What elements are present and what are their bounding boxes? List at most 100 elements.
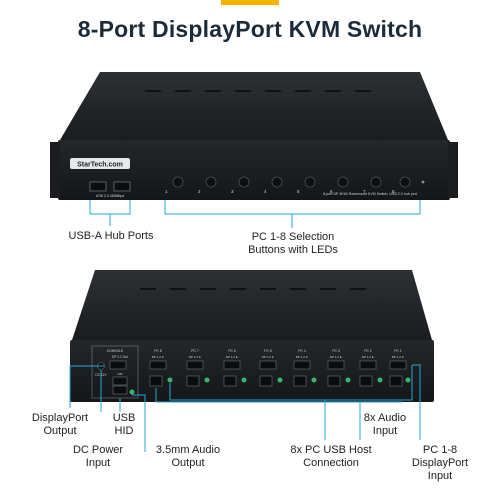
callout-usb-host: 8x PC USB Host Connection xyxy=(283,444,379,470)
callout-usb-hid-line2: HID xyxy=(114,425,134,437)
dp-in-port xyxy=(389,360,407,370)
console-dp-port xyxy=(109,360,127,370)
callout-audio-input-line1: 8x Audio xyxy=(363,412,407,424)
pc-dp-label: DP 1.2 In xyxy=(262,355,275,359)
pc-group-label: PC 7 xyxy=(191,349,199,353)
hid-usb-port-1 xyxy=(112,376,128,386)
port-number-7: 7 xyxy=(363,189,366,194)
pc-group-label: PC 6 xyxy=(228,349,236,353)
usb-b-port xyxy=(389,375,403,387)
audio-out-jack xyxy=(129,389,135,395)
port-number-6: 6 xyxy=(330,189,333,194)
port-number-1: 1 xyxy=(165,189,168,194)
usb-b-port xyxy=(327,375,341,387)
callout-usb-host-line2: Connection xyxy=(303,457,359,469)
front-unit: StarTech.com USB 2.0 480Mbps 8-port DP 4… xyxy=(50,72,458,228)
audio-in-jack xyxy=(345,377,351,383)
callout-audio-output: 3.5mm Audio Output xyxy=(148,444,228,470)
power-led xyxy=(421,180,425,184)
port-number-3: 3 xyxy=(231,189,234,194)
callout-dp-output-line1: DisplayPort xyxy=(31,412,89,424)
pc-group-4: PC 4 DP 1.2 In xyxy=(293,349,317,387)
hid-label: HID xyxy=(117,372,123,376)
pc-button-8[interactable] xyxy=(399,176,411,188)
port-number-5: 5 xyxy=(297,189,300,194)
console-label: CONSOLE xyxy=(107,349,124,353)
dp-in-port xyxy=(186,360,204,370)
dp-in-port xyxy=(223,360,241,370)
audio-in-jack xyxy=(167,377,173,383)
rear-unit: CONSOLE DP 1.2 Out DC 12V HID PC 8 DP 1.… xyxy=(69,270,434,452)
dp-in-port xyxy=(149,360,167,370)
port-number-8: 8 xyxy=(392,189,395,194)
brand-logo: StarTech.com xyxy=(77,162,123,169)
pc-group-8: PC 8 DP 1.2 In xyxy=(149,349,173,387)
selection-buttons: 1 2 3 4 5 6 7 8 xyxy=(165,176,425,194)
pc-dp-label: DP 1.2 In xyxy=(330,355,343,359)
callout-audio-input: 8x Audio Input xyxy=(355,412,415,438)
audio-in-jack xyxy=(277,377,283,383)
usb-b-port xyxy=(259,375,273,387)
usb-b-port xyxy=(186,375,200,387)
pc-group-1: PC 1 DP 1.2 In xyxy=(389,349,411,387)
rear-panel xyxy=(70,340,434,402)
callout-dp-input: PC 1-8 DisplayPort Input xyxy=(400,444,480,483)
audio-in-jack xyxy=(377,377,383,383)
callout-dp-input-line2: DisplayPort xyxy=(411,457,469,469)
pc-group-7: PC 7 DP 1.2 In xyxy=(186,349,210,387)
pc-button-6[interactable] xyxy=(337,176,349,188)
audio-in-jack xyxy=(405,377,411,383)
pc-group-5: PC 5 DP 1.2 In xyxy=(259,349,283,387)
pc-group-label: PC 8 xyxy=(154,349,162,353)
callout-usb-a-hub-ports: USB-A Hub Ports xyxy=(52,230,170,243)
audio-in-jack xyxy=(311,377,317,383)
lid-vents xyxy=(145,90,371,92)
audio-in-jack xyxy=(204,377,210,383)
callout-audio-output-line1: 3.5mm Audio xyxy=(155,444,221,456)
port-number-4: 4 xyxy=(264,189,267,194)
callout-usb-hid: USB HID xyxy=(104,412,144,438)
callout-dc-power-line2: Input xyxy=(85,457,111,469)
usb-b-port xyxy=(359,375,373,387)
pc-button-2[interactable] xyxy=(205,176,217,188)
dp-in-port xyxy=(327,360,345,370)
usb-speed-label: USB 2.0 480Mbps xyxy=(96,194,125,198)
pc-button-5[interactable] xyxy=(304,176,316,188)
callout-pc-selection-line1: PC 1-8 Selection xyxy=(251,231,335,243)
callout-audio-output-line2: Output xyxy=(171,457,205,469)
pc-dp-label: DP 1.2 In xyxy=(392,355,405,359)
callout-audio-input-line2: Input xyxy=(372,425,398,437)
callout-usb-host-line1: 8x PC USB Host xyxy=(290,444,372,456)
front-unit-lid xyxy=(60,72,448,140)
usb-b-port xyxy=(149,375,163,387)
callout-dp-output-line2: Output xyxy=(43,425,77,437)
dp-in-port xyxy=(259,360,277,370)
accent-bar xyxy=(221,0,279,5)
callout-dp-input-line1: PC 1-8 xyxy=(422,444,458,456)
logo-badge xyxy=(70,158,130,169)
console-group xyxy=(91,345,139,399)
pc-button-7[interactable] xyxy=(370,176,382,188)
rear-callout-lines xyxy=(69,364,421,452)
callout-usb-hid-line1: USB xyxy=(112,412,136,424)
pc-button-3[interactable] xyxy=(238,176,250,188)
rack-ear-left xyxy=(50,142,60,198)
callout-dp-input-line3: Input xyxy=(427,470,453,482)
hid-usb-port-2 xyxy=(112,385,128,395)
pc-dp-label: DP 1.2 In xyxy=(226,355,239,359)
pc-dp-label: DP 1.2 In xyxy=(189,355,202,359)
pc-button-4[interactable] xyxy=(271,176,283,188)
pc-group-3: PC 3 DP 1.2 In xyxy=(327,349,351,387)
dp-in-port xyxy=(293,360,311,370)
usb-a-port-2 xyxy=(113,181,131,192)
front-panel xyxy=(58,140,450,200)
callout-pc-selection-line2: Buttons with LEDs xyxy=(248,244,338,256)
usb-b-port xyxy=(293,375,307,387)
pc-group-6: PC 6 DP 1.2 In xyxy=(223,349,247,387)
port-number-2: 2 xyxy=(198,189,201,194)
dp-in-port xyxy=(359,360,377,370)
pc-button-1[interactable] xyxy=(172,176,184,188)
pc-group-label: PC 3 xyxy=(332,349,340,353)
console-dp-label: DP 1.2 Out xyxy=(112,355,128,359)
